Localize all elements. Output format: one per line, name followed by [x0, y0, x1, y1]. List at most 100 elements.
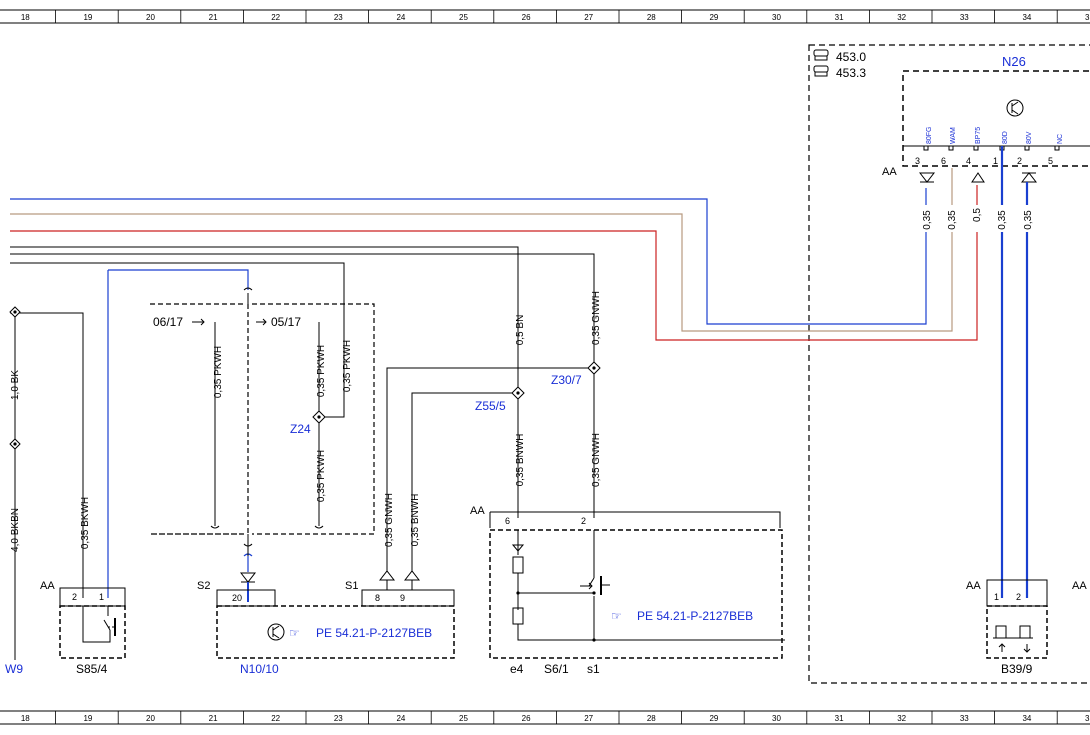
n26-pin-1: 1	[993, 156, 998, 166]
wire-bn: 0,5 BN	[515, 315, 526, 346]
wire-bkwh-label: 0,35 BKWH	[80, 497, 91, 549]
grid-col-30: 30	[772, 714, 781, 723]
grid-col-32: 32	[897, 714, 906, 723]
n10-pin9-arrow-icon	[403, 570, 421, 581]
n26-module-box	[902, 70, 1090, 167]
s6-body	[489, 529, 783, 659]
n10-pin8-arrow-icon	[378, 570, 396, 581]
grid-col-27: 27	[584, 13, 593, 22]
s6-name: S6/1	[544, 662, 569, 676]
b39-sensor-icon	[993, 625, 1033, 653]
n10-component: S2 20 S1 8 9 ☞ PE 54.21-P-2127BEB N10/10…	[197, 367, 594, 676]
s85-body	[59, 605, 126, 659]
n26-wire-4-size: 0,5	[972, 208, 983, 222]
n10-pin-20: 20	[232, 593, 242, 603]
n26-sig-bp75: BP75	[975, 127, 982, 144]
s85-connector-label: AA	[40, 580, 55, 592]
grid-col-22: 22	[271, 714, 280, 723]
n10-conn-s1: S1	[345, 580, 358, 592]
s85-pin-2: 2	[72, 592, 77, 602]
n10-conn-s1-box	[361, 589, 455, 607]
s6-pin-2: 2	[581, 516, 586, 526]
s6-internal-circuit	[511, 530, 785, 641]
variant-0517: 05/17	[271, 315, 301, 329]
grid-col-19: 19	[83, 714, 92, 723]
s85-switch-icon	[82, 606, 116, 643]
grid-col-31: 31	[835, 714, 844, 723]
left-wires: 1,0 BK 4,0 BKBN 0,35 BKWH W9	[5, 269, 249, 676]
wire-blue-80fg	[10, 188, 927, 325]
wire-tan-wam	[10, 168, 953, 332]
wire-bkbn-label: 4,0 BKBN	[10, 508, 21, 552]
grid-col-28: 28	[647, 714, 656, 723]
top-grid-ruler: 181920212223242526272829303132333435	[0, 9, 1090, 24]
wire-black-gnwh-top	[10, 253, 595, 284]
wire-pkwh-2: 0,35 PKWH	[316, 345, 327, 397]
grid-col-23: 23	[334, 714, 343, 723]
n10-pointer-icon: ☞	[289, 626, 300, 640]
grid-col-35: 35	[1085, 13, 1090, 22]
s6-label-s1: s1	[587, 662, 600, 676]
wire-bk-label: 1,0 BK	[10, 370, 21, 400]
splices-z30-z55: Z30/7 Z55/5 0,5 BN 0,35 GNWH 0,35 BNWH 0…	[475, 284, 602, 518]
grid-col-35: 35	[1085, 714, 1090, 723]
n10-body	[216, 605, 455, 659]
grid-col-26: 26	[522, 13, 531, 22]
grid-col-18: 18	[21, 714, 30, 723]
z55-label: Z55/5	[475, 399, 506, 413]
grid-col-20: 20	[146, 13, 155, 22]
n10-pin-8: 8	[375, 593, 380, 603]
z24-label: Z24	[290, 422, 311, 436]
n10-name: N10/10	[240, 662, 279, 676]
grid-col-23: 23	[334, 13, 343, 22]
s6-component: AA 6 2 ☞ PE 54.21-P-2127BEB e4 S6/1 s1	[470, 505, 785, 676]
s85-connector-box	[59, 587, 126, 607]
variant-0617: 06/17	[153, 315, 183, 329]
n10-conn-s2-box	[216, 589, 276, 607]
b39-pin-2: 2	[1016, 592, 1021, 602]
b39-component: AA 1 2 B39/9 AA	[966, 579, 1087, 676]
grid-col-28: 28	[647, 13, 656, 22]
s85-component: AA 2 1 S85/4	[40, 580, 126, 676]
grid-col-18: 18	[21, 13, 30, 22]
wire-red-bp75	[10, 185, 978, 341]
n26-sig-nc: NC	[1057, 134, 1064, 144]
bottom-grid-ruler: 181920212223242526272829303132333435	[0, 710, 1090, 725]
grid-col-20: 20	[146, 714, 155, 723]
n26-wire-1-size: 0,35	[997, 210, 1008, 230]
b39-right-connector-label: AA	[1072, 580, 1087, 592]
arrow-right-icon-2	[256, 318, 267, 326]
z30-label: Z30/7	[551, 373, 582, 387]
grid-col-22: 22	[271, 13, 280, 22]
n26-wire-2-size: 0,35	[1023, 210, 1034, 230]
trunk-wires	[10, 168, 978, 341]
vehicle-model-2: 453.3	[836, 66, 866, 80]
wire-black-pkwh-top	[10, 262, 345, 334]
wire-gnwh-2: 0,35 GNWH	[591, 291, 602, 345]
n26-pin2-in-arrow-icon	[1020, 172, 1038, 183]
n26-pin-6: 6	[941, 156, 946, 166]
grid-col-32: 32	[897, 13, 906, 22]
s6-pin-6: 6	[505, 516, 510, 526]
z24-splice	[312, 410, 326, 424]
n26-connector-label: AA	[882, 166, 897, 178]
wire-pkwh-1: 0,35 PKWH	[213, 346, 224, 398]
b39-connector-box	[986, 579, 1048, 607]
wire-bnwh-1: 0,35 BNWH	[410, 494, 421, 547]
grid-col-19: 19	[83, 13, 92, 22]
grid-col-31: 31	[835, 13, 844, 22]
variant-box: 06/17 05/17 Z24 0,35 PKWH 0,35 PKWH 0,35…	[150, 287, 375, 572]
wire-gnwh-1: 0,35 GNWH	[384, 493, 395, 547]
grid-col-33: 33	[960, 13, 969, 22]
n26-wire-3-size: 0,35	[922, 210, 933, 230]
grid-col-34: 34	[1022, 13, 1031, 22]
vehicle-model-1: 453.0	[836, 50, 866, 64]
grid-col-27: 27	[584, 714, 593, 723]
s6-reference: PE 54.21-P-2127BEB	[637, 609, 753, 623]
grid-col-25: 25	[459, 714, 468, 723]
arrow-right-icon	[192, 318, 205, 326]
n10-pin-9: 9	[400, 593, 405, 603]
s6-pointer-icon: ☞	[611, 609, 622, 623]
n10-pin20-arrow-icon	[239, 572, 257, 583]
